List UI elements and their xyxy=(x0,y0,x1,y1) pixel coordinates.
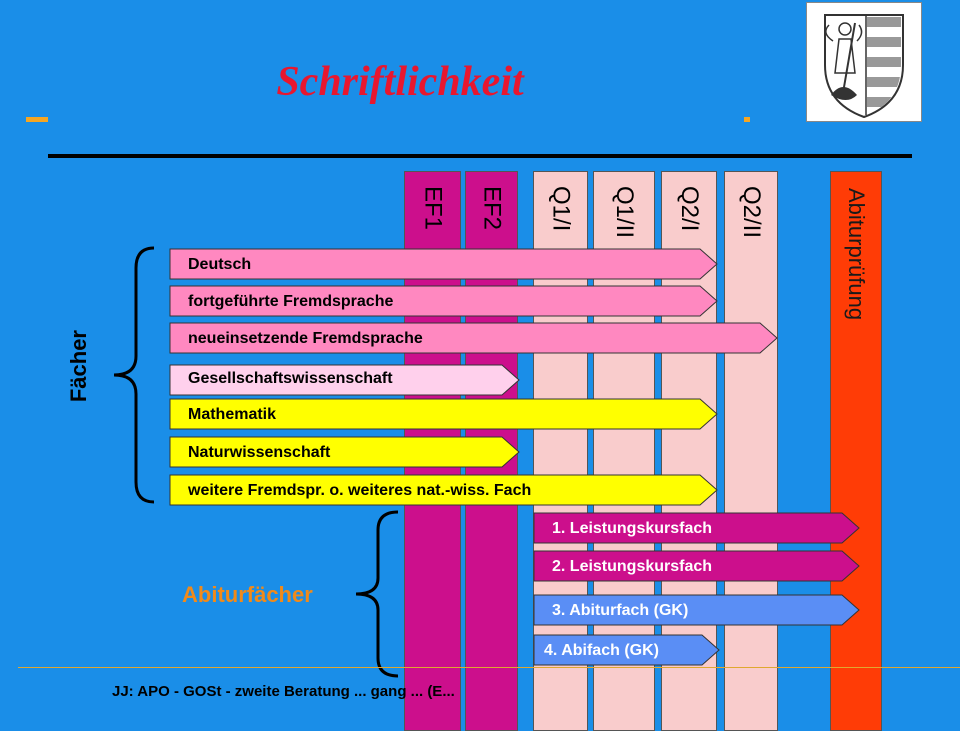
abitur-arrow-4-gk: 4. Abifach (GK) xyxy=(533,634,720,666)
abitur-arrow-2-lk: 2. Leistungskursfach xyxy=(533,550,860,582)
column-label-ef2: EF2 xyxy=(478,186,506,231)
column-label-q2-ii: Q2/II xyxy=(738,186,765,239)
subject-label: Deutsch xyxy=(188,256,252,273)
column-label-ef1: EF1 xyxy=(419,186,447,231)
subject-label: Naturwissenschaft xyxy=(188,444,331,461)
page-title: Schriftlichkeit xyxy=(276,59,524,105)
group-label-faecher: Fächer xyxy=(66,330,91,403)
subject-arrow-mathematik: Mathematik xyxy=(169,398,718,430)
abitur-subject-label: 4. Abifach (GK) xyxy=(544,642,659,659)
abitur-subject-label: 2. Leistungskursfach xyxy=(552,558,713,575)
abitur-subject-label: 1. Leistungskursfach xyxy=(552,520,713,537)
abitur-arrow-1-lk: 1. Leistungskursfach xyxy=(533,512,860,544)
abitur-arrow-3-gk: 3. Abiturfach (GK) xyxy=(533,594,860,626)
subject-arrow-deutsch: Deutsch xyxy=(169,248,718,280)
left-dash-decoration xyxy=(26,117,48,122)
column-q2-ii: Q2/II xyxy=(724,171,778,731)
column-label-q1-ii: Q1/II xyxy=(611,186,638,239)
right-dash-decoration xyxy=(744,117,750,122)
footer-text: JJ: APO - GOSt - zweite Beratung ... gan… xyxy=(112,683,455,700)
column-label-abiturpruefung: Abiturprüfung xyxy=(844,188,869,321)
subject-arrow-neueinsetzende-fremdsprache: neueinsetzende Fremdsprache xyxy=(169,322,778,354)
subject-arrow-naturwissenschaft: Naturwissenschaft xyxy=(169,436,520,468)
title-divider xyxy=(48,154,912,158)
column-label-q1-i: Q1/I xyxy=(547,186,575,232)
column-abiturpruefung: Abiturprüfung xyxy=(830,171,882,731)
footer-divider xyxy=(18,667,960,668)
column-label-q2-i: Q2/I xyxy=(676,186,703,232)
subject-arrow-gesellschaftswissenschaft: Gesellschaftswissenschaft xyxy=(169,364,520,396)
subject-label: weitere Fremdspr. o. weiteres nat.-wiss.… xyxy=(188,482,532,499)
subject-arrow-weitere-fremdsprache: weitere Fremdspr. o. weiteres nat.-wiss.… xyxy=(169,474,718,506)
group-label-abiturfaecher: Abiturfächer xyxy=(182,582,313,607)
abitur-subject-label: 3. Abiturfach (GK) xyxy=(552,602,689,619)
subject-label: Mathematik xyxy=(188,406,277,423)
subject-arrow-fortgefuehrte-fremdsprache: fortgeführte Fremdsprache xyxy=(169,285,718,317)
faecher-brace xyxy=(113,246,155,504)
subject-label: neueinsetzende Fremdsprache xyxy=(188,330,423,347)
abiturfaecher-brace xyxy=(355,510,399,678)
subject-label: Gesellschaftswissenschaft xyxy=(188,370,393,387)
coat-of-arms-logo xyxy=(806,2,922,122)
subject-label: fortgeführte Fremdsprache xyxy=(188,293,394,310)
